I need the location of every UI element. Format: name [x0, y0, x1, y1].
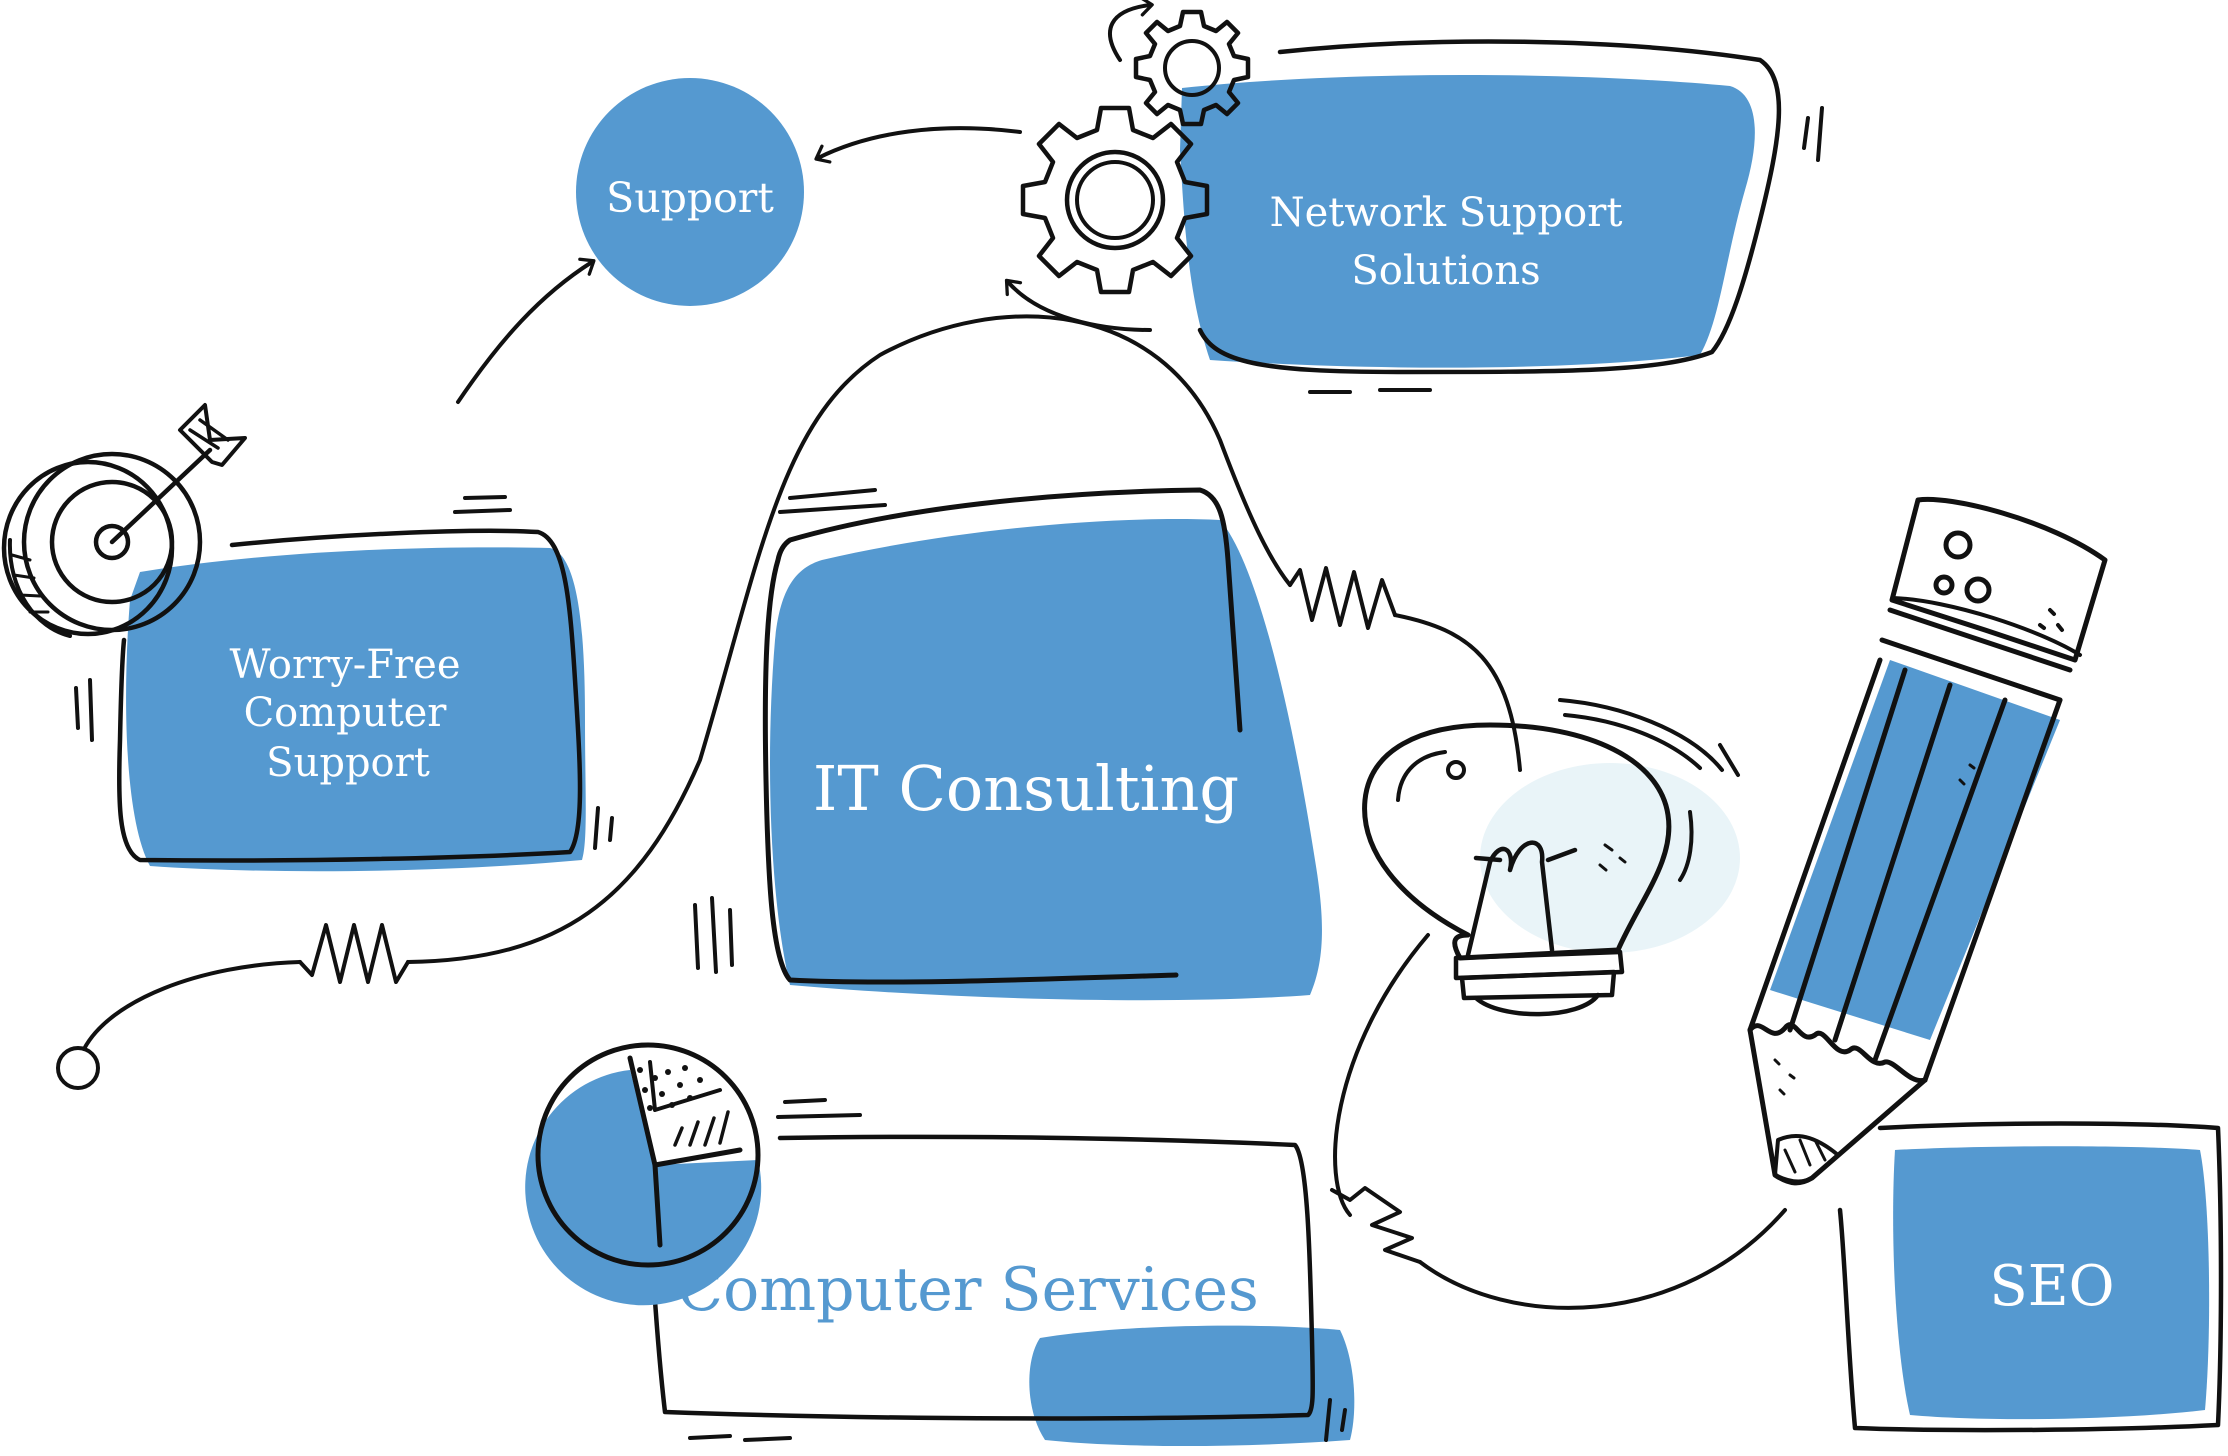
computer-services-ticks-right	[1324, 1398, 1347, 1442]
node-it-consulting: IT Consulting	[693, 487, 1322, 1001]
network-outline	[1197, 39, 1782, 375]
connector-start-curve	[82, 960, 302, 1051]
worry-free-outline	[116, 528, 583, 863]
computer-services-outline	[649, 1134, 1315, 1421]
network-ticks-right	[1802, 106, 1824, 162]
worry-free-ticks-left	[74, 678, 94, 742]
network-label-line1: Network Support	[1270, 190, 1623, 236]
support-circle	[576, 78, 804, 306]
it-consulting-label: IT Consulting	[813, 752, 1239, 825]
computer-services-ticks-bottom	[688, 1434, 792, 1442]
connector-start-dot	[56, 1046, 100, 1090]
it-consulting-ticks-top	[778, 488, 887, 514]
connector-bulb-to-seo	[1333, 933, 1430, 1217]
pie-chart-icon	[525, 1042, 762, 1306]
arrow-gears-to-support	[814, 126, 1022, 164]
seo-fill	[1893, 1146, 2210, 1420]
seo-label: SEO	[1989, 1254, 2114, 1319]
computer-services-ticks-top	[776, 1098, 862, 1119]
node-seo: SEO	[1837, 1121, 2224, 1433]
gear-arc-top	[1108, 0, 1154, 62]
gears-icon	[1020, 9, 1251, 295]
it-consulting-fill	[770, 519, 1322, 1001]
connectors	[56, 0, 1787, 1310]
target-icon	[1, 403, 247, 638]
worry-free-label-line1: Worry-Free	[229, 642, 460, 688]
node-worry-free: Worry-Free Computer Support	[74, 495, 614, 872]
arrow-to-support	[456, 257, 596, 404]
network-ticks-bottom	[1308, 388, 1432, 394]
support-label: Support	[606, 174, 774, 222]
connector-main-loop	[406, 314, 1292, 964]
seo-outline	[1837, 1121, 2224, 1433]
network-label-line2: Solutions	[1351, 248, 1540, 294]
connector-zigzag-bottom	[1330, 1186, 1422, 1264]
pie-dots	[637, 1065, 703, 1111]
node-network-support: Network Support Solutions	[1180, 39, 1824, 394]
worry-free-label-line2: Computer	[244, 690, 448, 736]
it-consulting-outline	[762, 487, 1243, 985]
bulb-glow	[1480, 763, 1740, 953]
connector-zigzag-left	[298, 923, 410, 984]
computer-services-label: Computer Services	[677, 1255, 1259, 1325]
it-consulting-ticks-left	[693, 896, 734, 974]
worry-free-ticks-top	[453, 495, 512, 514]
worry-free-label-line3: Support	[266, 740, 430, 786]
node-computer-services: Computer Services	[649, 1098, 1355, 1446]
pencil-icon	[1747, 496, 2108, 1186]
node-support: Support	[576, 78, 804, 306]
worry-free-ticks-right	[593, 806, 614, 850]
lightbulb-icon	[1362, 698, 1740, 1017]
connector-to-bulb	[1393, 613, 1522, 772]
network-fill	[1180, 75, 1755, 368]
computer-services-accent	[1029, 1325, 1355, 1446]
worry-free-fill	[126, 547, 586, 872]
connector-to-seo	[1418, 1208, 1787, 1310]
gear-arc-bottom	[1004, 278, 1152, 332]
connector-zigzag-center	[1288, 566, 1397, 630]
